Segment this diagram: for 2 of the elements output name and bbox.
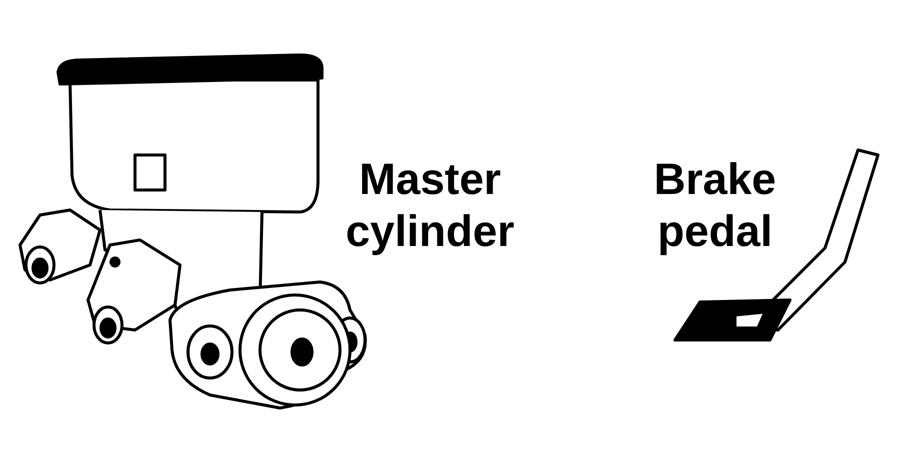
- part-label: Master cylinder: [344, 154, 516, 258]
- part-label: Brake pedal: [652, 154, 778, 258]
